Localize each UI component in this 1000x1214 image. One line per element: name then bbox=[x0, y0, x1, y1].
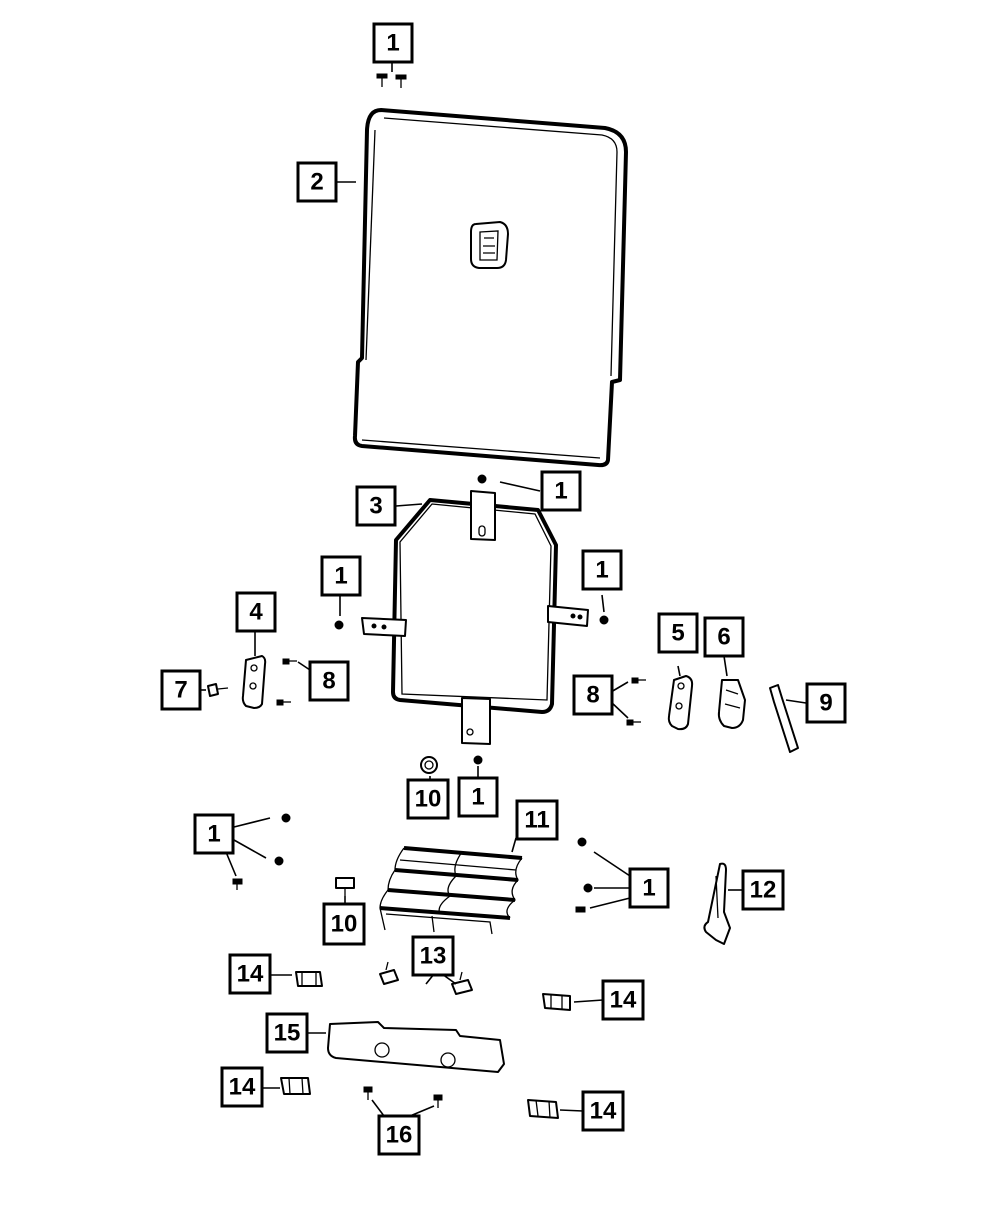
frame-bracket-top bbox=[470, 490, 496, 541]
callout-12: 12 bbox=[741, 869, 785, 911]
callout-label: 1 bbox=[595, 557, 608, 584]
callout-13: 13 bbox=[411, 935, 455, 977]
callout-1-left-nut: 1 bbox=[320, 555, 362, 597]
callout-label: 1 bbox=[471, 784, 484, 811]
callout-5: 5 bbox=[657, 612, 699, 654]
callout-14-b: 14 bbox=[601, 979, 645, 1021]
screws-16 bbox=[363, 1086, 443, 1108]
screw-8-left bbox=[276, 658, 297, 706]
nut-right bbox=[599, 615, 609, 625]
callout-1-bottom-nut: 1 bbox=[457, 776, 499, 818]
latch-mechanism bbox=[717, 679, 746, 729]
wire-frame bbox=[361, 490, 589, 745]
callout-label: 15 bbox=[274, 1020, 301, 1047]
callout-label: 3 bbox=[369, 493, 382, 520]
callout-label: 5 bbox=[671, 620, 684, 647]
callout-8-left: 8 bbox=[308, 660, 350, 702]
screws-lower-left bbox=[232, 813, 291, 890]
hook-a bbox=[295, 971, 323, 987]
callout-1-top: 1 bbox=[372, 22, 414, 64]
foam-block bbox=[327, 1021, 505, 1073]
callout-16: 16 bbox=[377, 1114, 421, 1156]
left-bracket bbox=[241, 655, 267, 709]
callout-9: 9 bbox=[805, 682, 847, 724]
callout-2: 2 bbox=[296, 161, 338, 203]
callout-label: 10 bbox=[415, 786, 442, 813]
hook-b bbox=[542, 993, 571, 1011]
frame-bracket-right bbox=[547, 605, 589, 627]
callout-14-a: 14 bbox=[228, 953, 272, 995]
callout-label: 14 bbox=[590, 1098, 617, 1125]
hook-d bbox=[527, 1099, 559, 1119]
callout-10-bolt: 10 bbox=[322, 902, 366, 946]
callout-8-right: 8 bbox=[572, 674, 614, 716]
callout-label: 1 bbox=[207, 821, 220, 848]
callout-7: 7 bbox=[160, 669, 202, 711]
bolt bbox=[335, 877, 355, 896]
seat-back-panel bbox=[352, 108, 628, 468]
callout-label: 12 bbox=[750, 877, 777, 904]
hook-c bbox=[280, 1077, 311, 1095]
release-handle bbox=[769, 684, 799, 753]
callout-1-lower-left: 1 bbox=[193, 813, 235, 855]
callout-label: 7 bbox=[174, 677, 187, 704]
callout-1-lower-right: 1 bbox=[628, 867, 670, 909]
callout-1-right-nut: 1 bbox=[581, 549, 623, 591]
callout-label: 14 bbox=[237, 961, 264, 988]
nut-left bbox=[334, 620, 344, 630]
frame-bracket-left bbox=[361, 617, 407, 637]
callout-label: 1 bbox=[554, 478, 567, 505]
spring-mat bbox=[379, 846, 523, 935]
callout-14-c: 14 bbox=[220, 1066, 264, 1108]
leader-lines bbox=[199, 62, 807, 1117]
callout-label: 8 bbox=[322, 668, 335, 695]
callout-label: 1 bbox=[334, 563, 347, 590]
frame-bracket-bottom bbox=[461, 697, 491, 745]
callout-14-d: 14 bbox=[581, 1090, 625, 1132]
callout-label: 14 bbox=[229, 1074, 256, 1101]
callout-label: 16 bbox=[386, 1122, 413, 1149]
callout-label: 1 bbox=[642, 875, 655, 902]
callout-4: 4 bbox=[235, 591, 277, 633]
clips bbox=[379, 961, 473, 995]
screw-pair-top bbox=[376, 73, 407, 88]
callout-label: 11 bbox=[524, 807, 549, 834]
right-bracket bbox=[667, 675, 694, 731]
callout-label: 8 bbox=[586, 682, 599, 709]
bushing bbox=[420, 756, 438, 774]
trim-cover bbox=[703, 862, 731, 945]
callout-label: 10 bbox=[331, 911, 358, 938]
nut-bottom bbox=[473, 755, 483, 765]
callout-11: 11 bbox=[515, 799, 559, 841]
callout-label: 6 bbox=[717, 624, 730, 651]
callout-15: 15 bbox=[265, 1012, 309, 1054]
callout-10-bushing: 10 bbox=[406, 778, 450, 820]
screw-1b bbox=[477, 474, 487, 484]
callout-label: 9 bbox=[819, 690, 832, 717]
callout-label: 14 bbox=[610, 987, 637, 1014]
callout-3: 3 bbox=[355, 485, 397, 527]
screw-8-right bbox=[626, 677, 646, 726]
callout-6: 6 bbox=[703, 616, 745, 658]
callout-label: 1 bbox=[386, 30, 399, 57]
callout-label: 2 bbox=[310, 169, 323, 196]
pin bbox=[207, 683, 229, 697]
screws-lower-right bbox=[575, 837, 593, 913]
headrest-guide-opening bbox=[470, 221, 509, 269]
callout-label: 4 bbox=[249, 599, 263, 626]
callout-1-below-panel: 1 bbox=[540, 470, 582, 512]
callout-label: 13 bbox=[420, 943, 447, 970]
